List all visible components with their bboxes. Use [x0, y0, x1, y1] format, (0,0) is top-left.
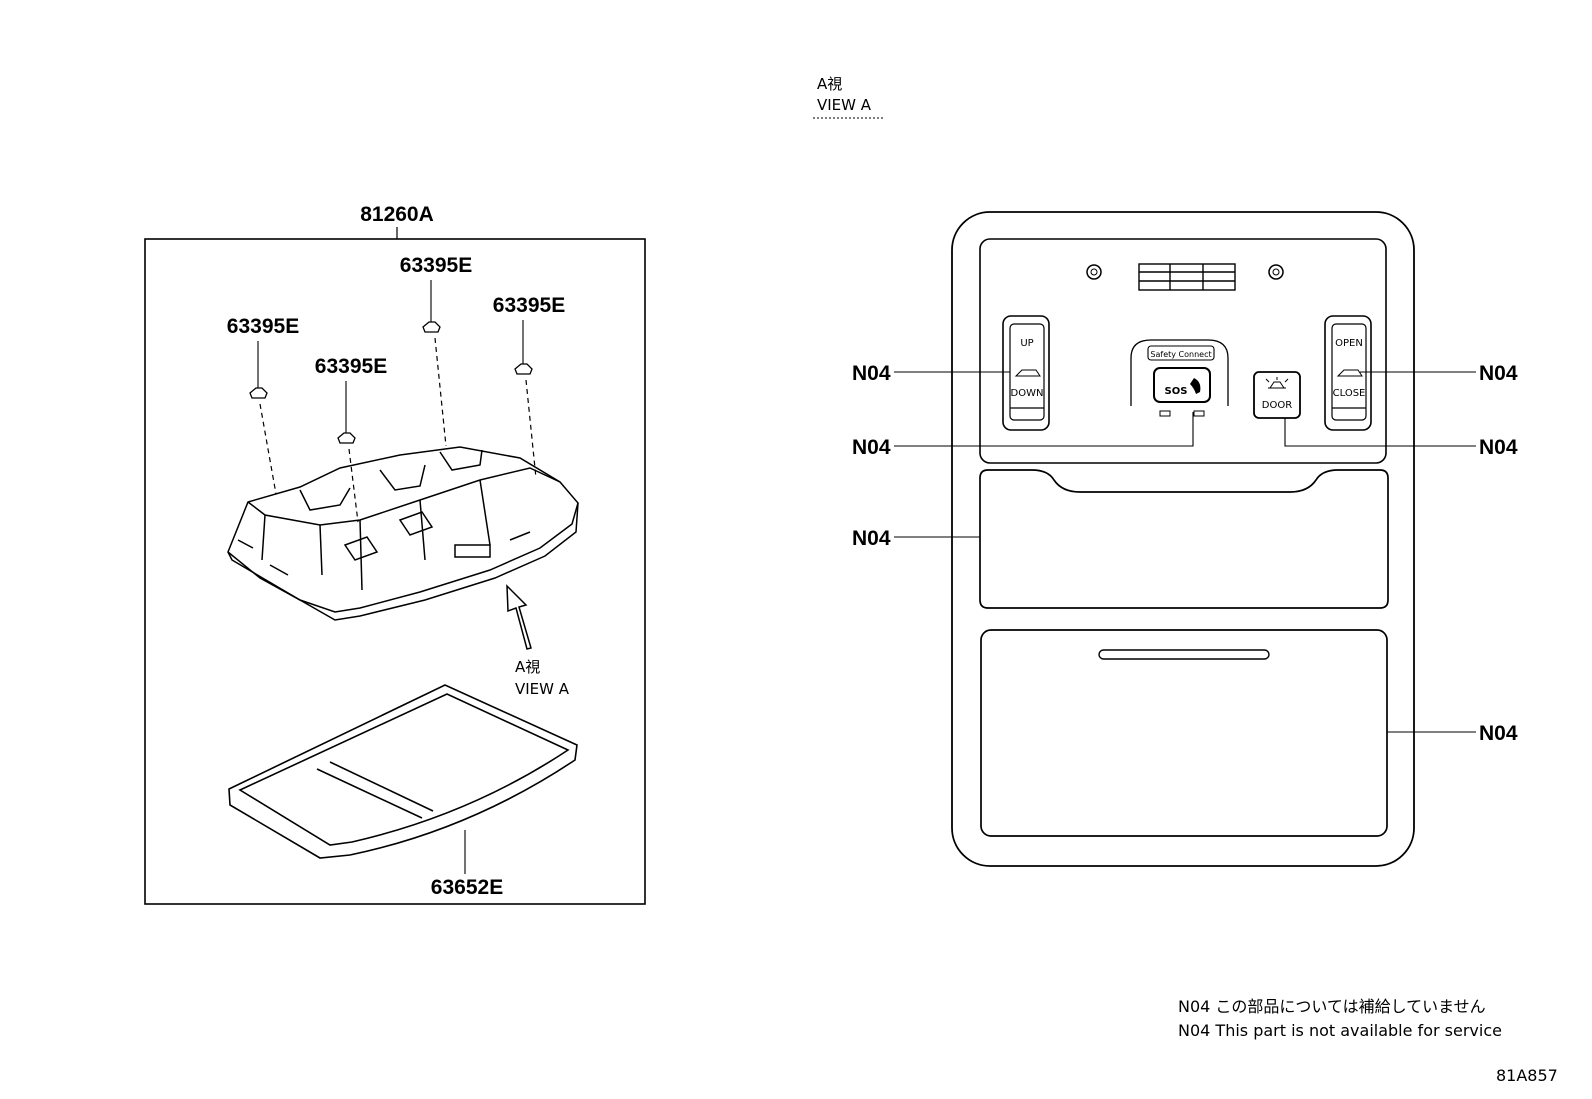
sunglasses-holder — [979, 469, 1389, 609]
clip-label-3: 63395E — [227, 315, 299, 338]
drawing-id: 81A857 — [1496, 1066, 1558, 1085]
clip-label-4: 63395E — [315, 355, 387, 378]
view-a-header-en: VIEW A — [817, 96, 872, 114]
screw-icon — [1268, 264, 1284, 280]
microphone-grille — [1138, 263, 1236, 291]
assembly-part-label: 81260A — [360, 203, 434, 226]
switch-down-label: DOWN — [1011, 388, 1044, 399]
callout-n04: N04 — [852, 362, 891, 385]
clip-label-1: 63395E — [400, 254, 472, 277]
lens-part-label: 63652E — [431, 876, 503, 899]
view-a-header-jp: A視 — [817, 75, 842, 93]
dome-light-icon — [1265, 377, 1289, 389]
lens-drawing — [228, 684, 578, 859]
screw-icon — [1086, 264, 1102, 280]
clip-icon — [514, 363, 533, 375]
console-housing-drawing — [227, 446, 579, 621]
sos-label: SOS — [1165, 386, 1188, 397]
slide-switch: OPEN CLOSE — [1324, 315, 1372, 431]
safety-connect-module: Safety Connect SOS — [1130, 339, 1229, 417]
door-button: DOOR — [1253, 371, 1301, 419]
lower-lamp-panel — [980, 629, 1388, 837]
switch-up-label: UP — [1020, 338, 1033, 349]
console-view: UP DOWN OPEN CLOSE Safety Connect SOS — [852, 211, 1518, 867]
clip-icon — [337, 432, 356, 444]
view-a-arrow — [506, 584, 532, 650]
left-panel: 81260A 63395E 63395E 63395E 63395E — [144, 203, 646, 905]
clip-icon — [249, 387, 268, 399]
arrow-label-jp: A視 — [515, 658, 540, 676]
note-en: N04 This part is not available for servi… — [1178, 1021, 1502, 1040]
car-roof-icon — [1014, 369, 1041, 377]
phone-icon — [1190, 378, 1201, 394]
n04-callouts — [894, 371, 1476, 733]
console-outer — [951, 211, 1415, 867]
car-roof-icon — [1336, 369, 1363, 377]
door-label: DOOR — [1262, 400, 1292, 411]
safety-connect-label: Safety Connect — [1150, 350, 1211, 359]
note-jp: N04 この部品については補給していません — [1178, 997, 1486, 1016]
console-upper-panel — [979, 238, 1387, 464]
arrow-label-en: VIEW A — [515, 680, 570, 698]
clip-icon — [422, 321, 441, 333]
callout-n04: N04 — [1479, 362, 1518, 385]
callout-n04: N04 — [852, 436, 891, 459]
tilt-switch: UP DOWN — [1002, 315, 1050, 431]
callout-n04: N04 — [1479, 722, 1518, 745]
clip-callouts: 63395E 63395E 63395E 63395E — [227, 254, 565, 523]
switch-close-label: CLOSE — [1333, 388, 1366, 399]
switch-open-label: OPEN — [1335, 338, 1363, 349]
left-panel-frame — [144, 238, 646, 905]
callout-n04: N04 — [1479, 436, 1518, 459]
lamp-switch-slot — [1098, 649, 1270, 660]
callout-n04: N04 — [852, 527, 891, 550]
clip-label-2: 63395E — [493, 294, 565, 317]
